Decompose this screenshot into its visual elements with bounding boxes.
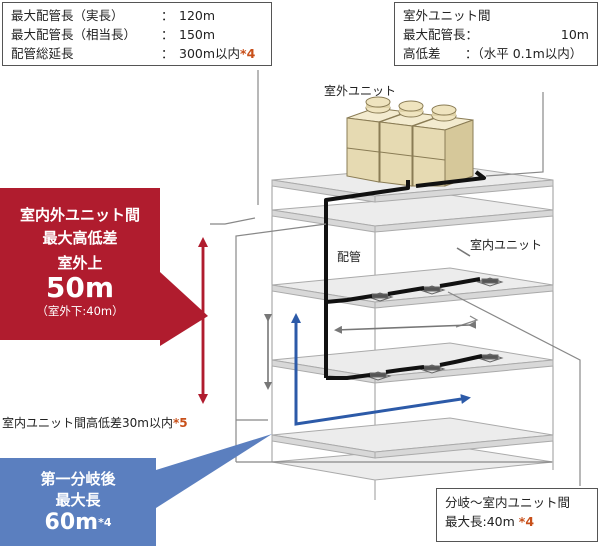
spec-row: 最大配管長： 10m (403, 25, 589, 44)
blue-panel-line1: 第一分岐後 (40, 470, 116, 488)
spec-value: ：（水平 0.1m以内） (465, 46, 583, 61)
outdoor-unit-fans (365, 96, 457, 122)
spec-row: 最大配管長（実長） ： 120m (11, 6, 263, 25)
spec-row: 高低差 ：（水平 0.1m以内） (403, 44, 589, 63)
floor-slabs (271, 164, 554, 481)
footnote-mark: *4 (518, 514, 535, 529)
spec-value: 300m以内 (179, 46, 241, 61)
red-panel-line2: 最大高低差 (42, 229, 118, 247)
spec-label: 最大配管長： (403, 27, 479, 42)
outdoor-unit-group (346, 107, 474, 187)
indoor-unit-label: 室内ユニット (470, 238, 543, 252)
blue-panel-line2: 最大長 (55, 491, 101, 509)
spec-value: 120m (179, 8, 216, 23)
spec-value: 150m (179, 27, 216, 42)
indoor-height-diff-text: 室内ユニット間高低差30m以内 (2, 416, 173, 430)
first-branch-route (291, 313, 471, 426)
gray-arrows (264, 247, 477, 390)
spec-label: 配管総延長 (11, 46, 74, 61)
red-panel-line5: （室外下:40m） (36, 304, 124, 318)
spec-value: 10m (560, 27, 589, 42)
spec-colon: ： (161, 46, 174, 61)
branch-box-line1: 分岐～室内ユニット間 (445, 495, 571, 510)
outdoor-box-title: 室外ユニット間 (403, 8, 491, 23)
red-panel-line1: 室内外ユニット間 (19, 206, 140, 224)
spec-label: 最大配管長（相当長） (11, 27, 137, 42)
blue-panel-pointer (156, 434, 272, 508)
outdoor-unit-label: 室外ユニット (324, 84, 397, 98)
branch-to-indoor-box: 分岐～室内ユニット間 最大長:40m *4 (436, 488, 598, 542)
red-panel-line3: 室外上 (57, 254, 103, 272)
red-panel-pointer (160, 272, 208, 346)
spec-label: 高低差 (403, 46, 441, 61)
footnote-mark: *4 (240, 46, 256, 61)
outdoor-units-spec-box: 室外ユニット間 最大配管長： 10m 高低差 ：（水平 0.1m以内） (394, 2, 598, 66)
spec-colon: ： (161, 27, 174, 42)
red-panel-line4: 50m (45, 271, 115, 304)
footnote-mark: *5 (172, 416, 188, 430)
height-difference-panel: 室内外ユニット間 最大高低差 室外上 50m （室外下:40m） (0, 188, 160, 340)
first-branch-panel: 第一分岐後 最大長 60m*4 (0, 458, 156, 546)
refrigerant-piping (324, 170, 486, 380)
spec-colon: ： (161, 8, 174, 23)
piping-length-box: 最大配管長（実長） ： 120m 最大配管長（相当長） ： 150m 配管総延長… (2, 2, 272, 66)
blue-panel-line3: 60m (44, 510, 99, 535)
piping-label: 配管 (336, 248, 363, 265)
branch-box-line2-wrap: 最大長:40m *4 (445, 512, 589, 531)
spec-row: 最大配管長（相当長） ： 150m (11, 25, 263, 44)
spec-row: 配管総延長 ： 300m以内 *4 (11, 44, 263, 63)
blue-panel-line3-wrap: 60m*4 (0, 510, 156, 536)
indoor-height-diff-label: 室内ユニット間高低差30m以内*5 (2, 414, 188, 431)
spec-label: 最大配管長（実長） (11, 8, 124, 23)
indoor-units (364, 277, 504, 381)
gray-guide-lines (210, 70, 581, 486)
footnote-mark: *4 (98, 516, 112, 529)
branch-box-line2: 最大長:40m (445, 514, 515, 529)
